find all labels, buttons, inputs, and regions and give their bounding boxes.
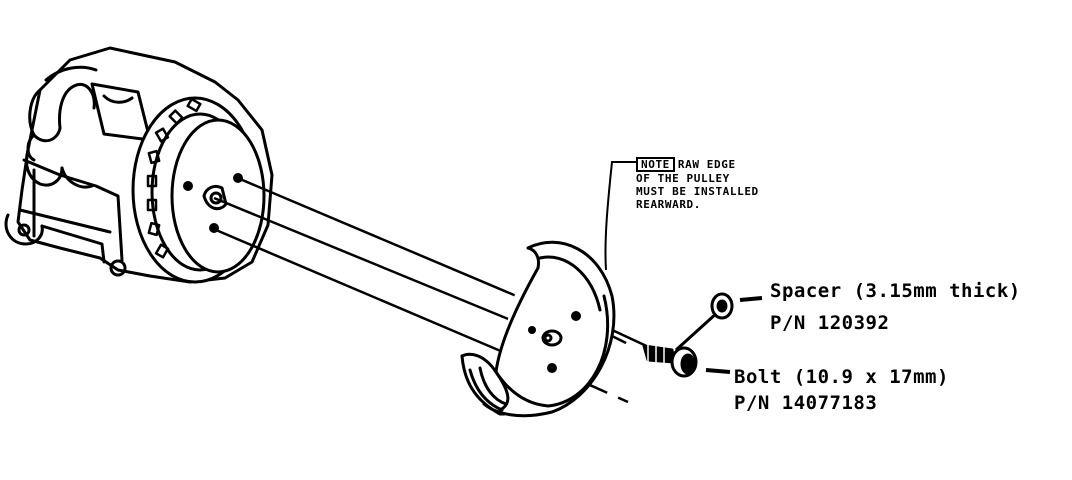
note-first-line: RAW EDGE — [677, 158, 736, 171]
spacer-part-number: P/N 120392 — [770, 312, 890, 334]
note-leader-line — [604, 161, 636, 271]
spacer-label: Spacer (3.15mm thick) — [770, 280, 1021, 302]
spacer-drawing — [674, 292, 763, 352]
note-tag: NOTE — [636, 157, 675, 172]
note-line: MUST BE INSTALLED — [636, 185, 759, 198]
bolt-drawing — [642, 344, 731, 378]
bolt-label: Bolt (10.9 x 17mm) — [734, 366, 949, 388]
note-line: OF THE PULLEY — [636, 172, 730, 185]
bolt-part-number: P/N 14077183 — [734, 392, 878, 414]
note-line: REARWARD. — [636, 198, 702, 211]
pulley-holes — [528, 311, 581, 373]
pulley-drawing — [460, 240, 616, 418]
alternator-drawing — [4, 46, 274, 284]
